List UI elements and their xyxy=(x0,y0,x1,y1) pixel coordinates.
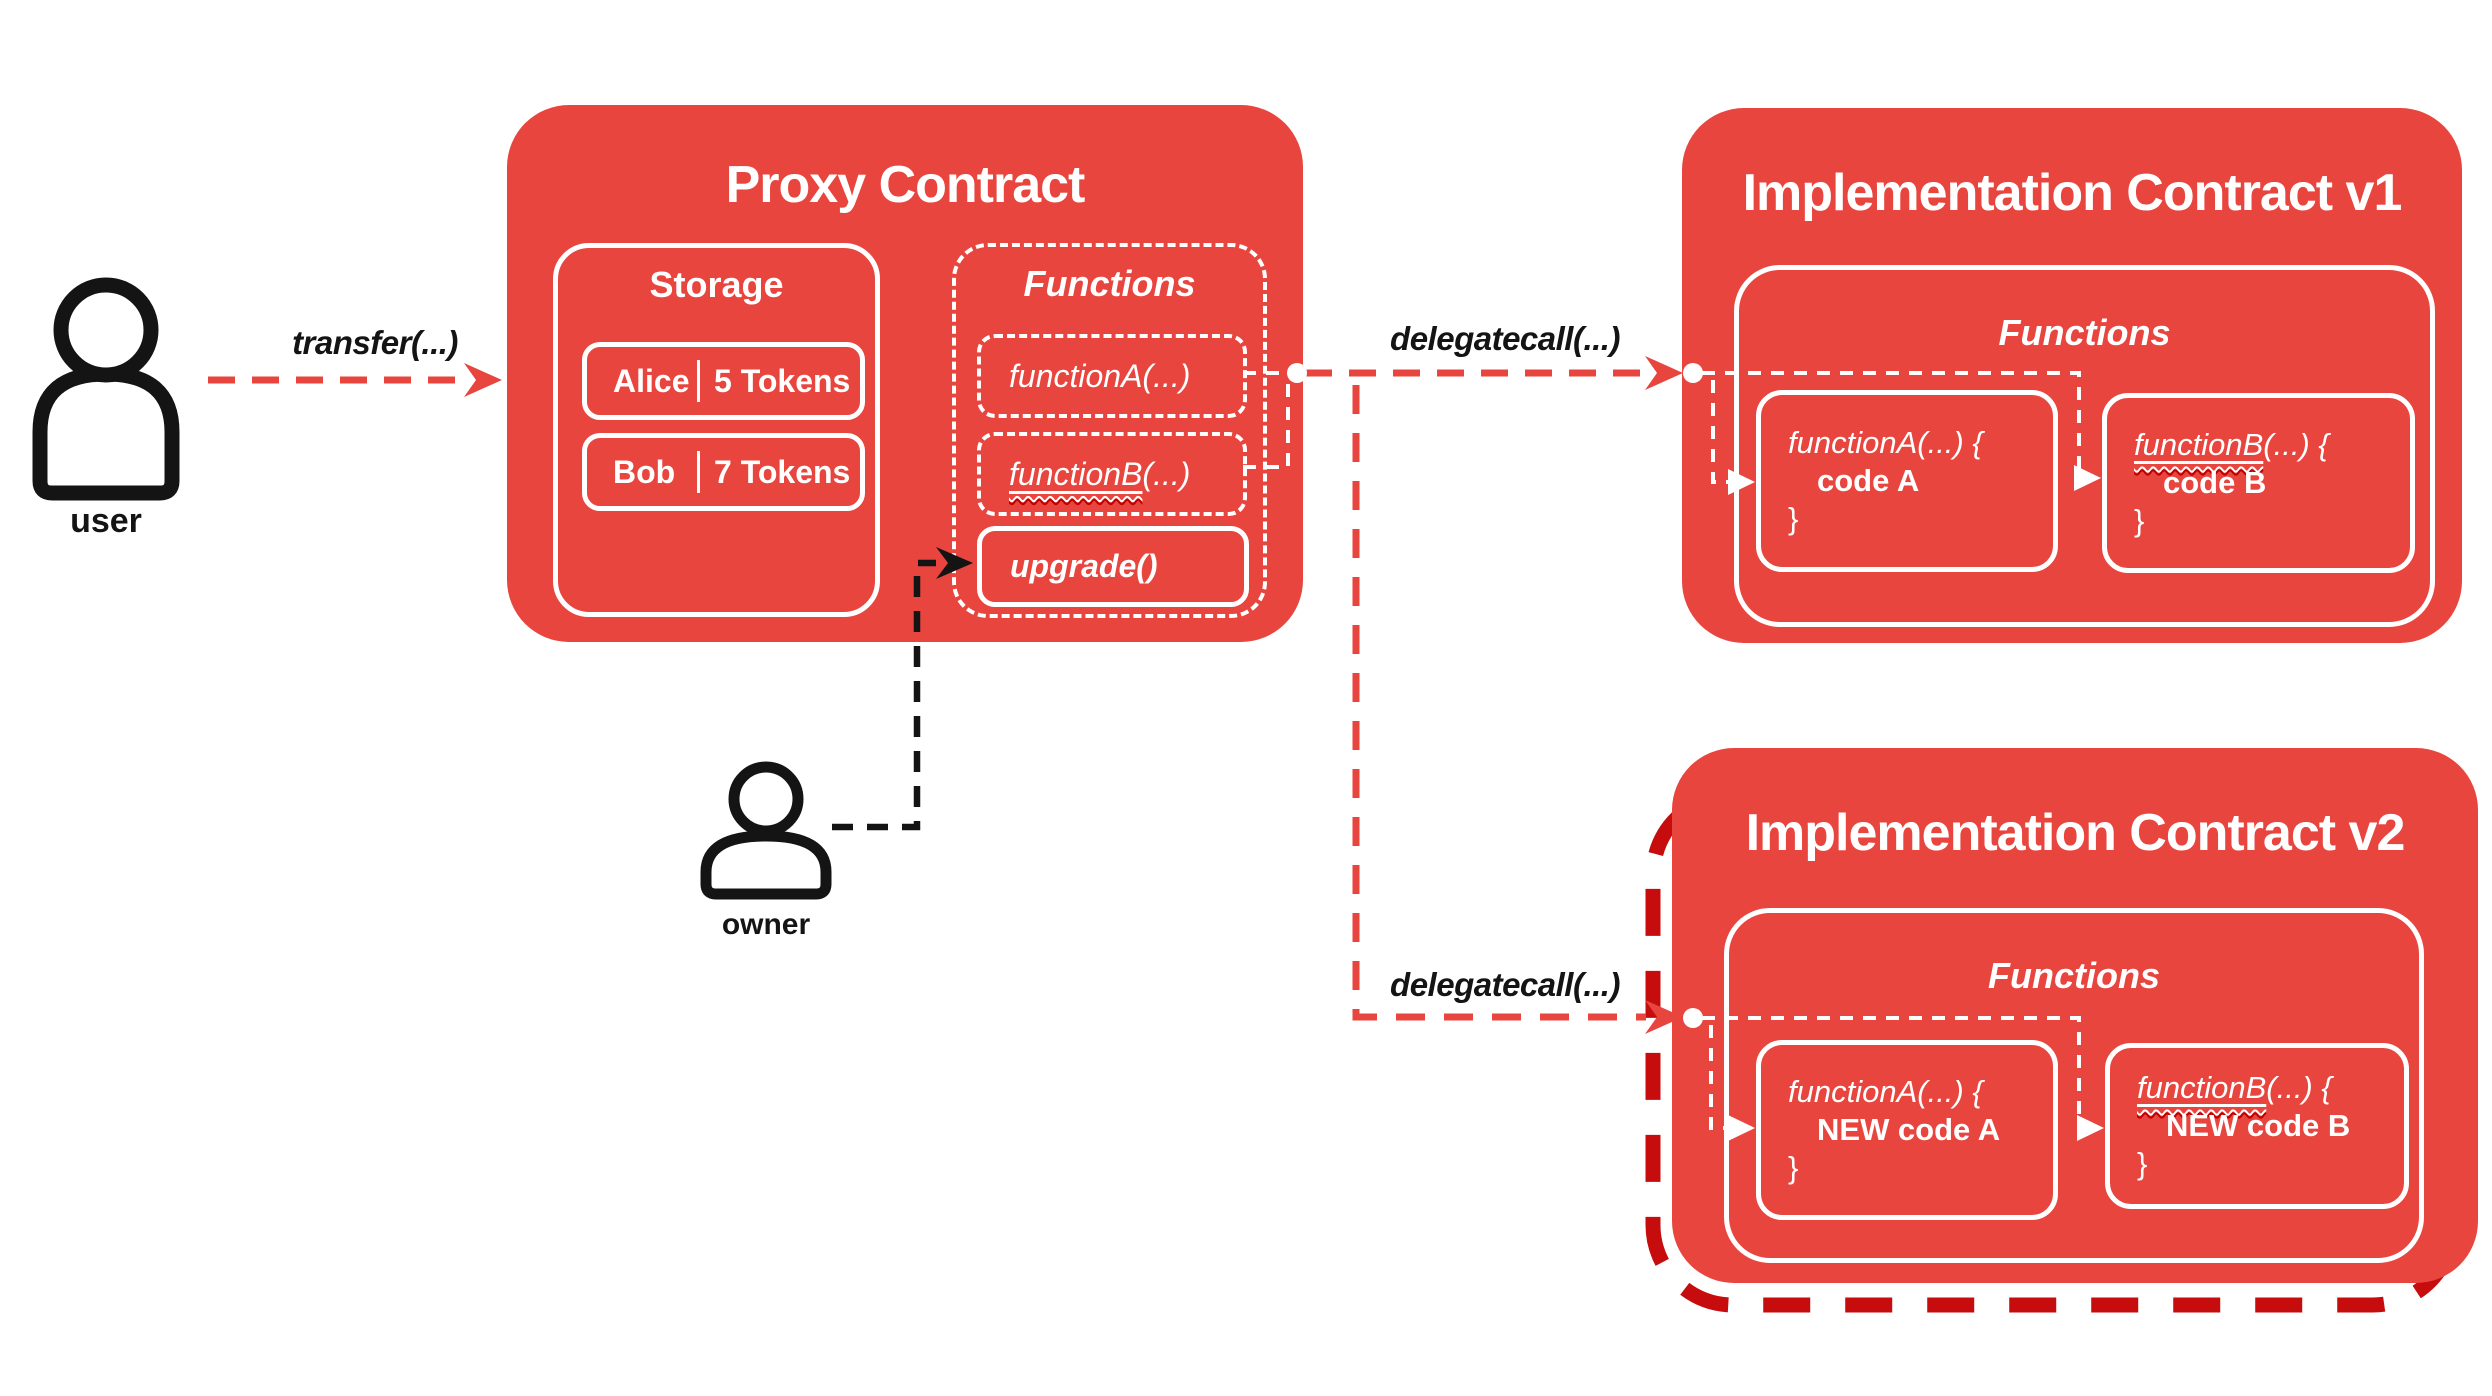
v2-functions-title: Functions xyxy=(1988,955,2160,996)
v2-functionB-signature: functionB(...) { xyxy=(2137,1070,2332,1105)
proxy-upgrade-label: upgrade() xyxy=(1010,548,1158,584)
proxy-functionB-box: functionB(...) xyxy=(977,432,1247,516)
storage-row-name: Alice xyxy=(613,362,690,399)
v1-functionB-box: functionB(...) { code B } xyxy=(2102,393,2415,573)
v2-functionB-box: functionB(...) { NEW code B } xyxy=(2105,1043,2409,1209)
transfer-label: transfer(...) xyxy=(292,324,458,361)
proxy-storage-box: Storage Alice 5 Tokens Bob 7 Tokens xyxy=(553,243,880,617)
user-icon xyxy=(32,277,180,501)
v1-functions-title: Functions xyxy=(1998,312,2171,353)
delegatecall-v1-arrow xyxy=(1305,356,1683,390)
delegatecall-v2-arrow xyxy=(1352,385,1683,1034)
storage-row-divider xyxy=(697,451,700,493)
proxy-contract-box: Proxy Contract Storage Alice 5 Tokens Bo… xyxy=(507,105,1303,642)
v2-functionB-close: } xyxy=(2137,1146,2148,1181)
implementation-v1-box: Implementation Contract v1 Functions fun… xyxy=(1682,108,2462,643)
proxy-functions-title: Functions xyxy=(1023,263,1196,304)
proxy-functionB-label: functionB(...) xyxy=(1009,455,1191,492)
v2-functionA-close: } xyxy=(1788,1150,1799,1185)
v1-functionB-close: } xyxy=(2134,503,2145,538)
transfer-arrowhead xyxy=(464,363,502,397)
delegatecall-v1-label: delegatecall(...) xyxy=(1390,320,1620,357)
v2-functionA-signature: functionA(...) { xyxy=(1788,1074,1983,1109)
v1-functionA-body: code A xyxy=(1817,463,1920,498)
v1-functionA-box: functionA(...) { code A } xyxy=(1756,390,2058,572)
implementation-v1-title: Implementation Contract v1 xyxy=(1742,164,2403,222)
proxy-upgrade-box: upgrade() xyxy=(977,526,1249,607)
v1-functionA-close: } xyxy=(1788,501,1799,536)
implementation-v2-title: Implementation Contract v2 xyxy=(1745,804,2406,862)
implementation-v2-box: Implementation Contract v2 Functions fun… xyxy=(1672,748,2478,1283)
v1-functionB-signature: functionB(...) { xyxy=(2134,427,2329,462)
storage-row-divider xyxy=(697,360,700,402)
delegatecall-v1-arrowhead xyxy=(1645,356,1683,390)
v2-functionB-body: NEW code B xyxy=(2166,1108,2351,1143)
transfer-arrow xyxy=(208,363,502,397)
storage-row-value: 5 Tokens xyxy=(714,362,851,399)
user-label: user xyxy=(70,502,142,540)
v2-functionA-body: NEW code A xyxy=(1817,1112,2001,1147)
v2-functionA-box: functionA(...) { NEW code A } xyxy=(1756,1040,2058,1220)
owner-icon xyxy=(700,761,832,900)
v1-functionA-signature: functionA(...) { xyxy=(1788,425,1983,460)
storage-row-value: 7 Tokens xyxy=(714,453,851,490)
proxy-functionA-label: functionA(...) xyxy=(1009,357,1191,394)
delegatecall-v2-label: delegatecall(...) xyxy=(1390,966,1620,1003)
proxy-functionA-box: functionA(...) xyxy=(977,334,1247,418)
proxy-functions-box: Functions functionA(...) functionB(...) … xyxy=(952,243,1267,618)
owner-label: owner xyxy=(721,908,811,941)
proxy-storage-title: Storage xyxy=(649,264,784,305)
storage-row-name: Bob xyxy=(613,453,676,490)
storage-row-alice: Alice 5 Tokens xyxy=(582,342,865,420)
storage-row-bob: Bob 7 Tokens xyxy=(582,433,865,511)
v1-functionB-body: code B xyxy=(2163,465,2267,500)
proxy-contract-title: Proxy Contract xyxy=(725,156,1086,214)
